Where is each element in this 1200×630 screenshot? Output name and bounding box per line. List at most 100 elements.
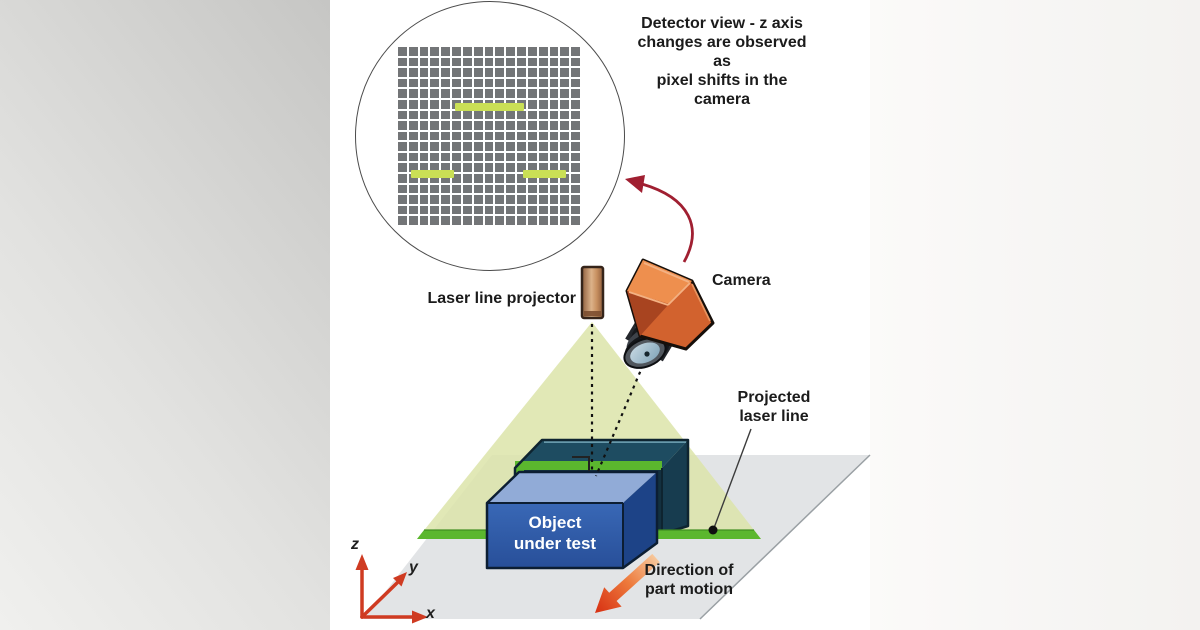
pixel: [462, 89, 472, 98]
pixel: [506, 142, 516, 151]
pixel: [549, 78, 559, 88]
pixel: [506, 89, 516, 98]
pixel: [441, 152, 451, 162]
pixel: [527, 57, 537, 67]
pixel: [538, 78, 548, 88]
pixel: [517, 57, 526, 67]
pixel: [549, 205, 559, 215]
pixel: [430, 163, 440, 173]
pixel: [549, 89, 559, 98]
pixel: [495, 68, 505, 77]
right-margin-gradient: [870, 0, 1200, 630]
pixel: [452, 205, 461, 215]
pixel: [462, 121, 472, 130]
pixel: [473, 216, 483, 225]
pixel: [430, 68, 440, 77]
axis-label-x: x: [426, 605, 435, 622]
pixel: [408, 47, 418, 56]
pixel: [462, 163, 472, 173]
pixel: [527, 110, 537, 120]
pixel: [506, 47, 516, 56]
pixel: [560, 78, 570, 88]
pixel: [506, 163, 516, 173]
pixel: [538, 89, 548, 98]
pixel: [398, 110, 407, 120]
pixel: [495, 47, 505, 56]
projected-laser-pointer: [708, 428, 752, 535]
pixel: [473, 205, 483, 215]
pixel: [441, 205, 451, 215]
pixel: [517, 152, 526, 162]
pixel: [560, 152, 570, 162]
pixel: [430, 89, 440, 98]
pixel: [452, 89, 461, 98]
pixel: [452, 121, 461, 130]
pixel: [398, 131, 407, 141]
pixel: [549, 68, 559, 77]
pixel: [473, 152, 483, 162]
pixel: [538, 121, 548, 130]
pixel: [506, 57, 516, 67]
direction-of-motion-label: Direction of part motion: [644, 562, 734, 598]
pixel: [517, 142, 526, 151]
pixel: [560, 195, 570, 204]
pixel: [506, 121, 516, 130]
pixel: [495, 195, 505, 204]
pixel: [484, 110, 494, 120]
pixel: [419, 163, 429, 173]
pixel: [484, 174, 494, 183]
pixel: [506, 195, 516, 204]
pixel: [560, 163, 570, 173]
pixel: [549, 163, 559, 173]
pixel: [408, 110, 418, 120]
pixel: [571, 216, 580, 225]
pixel: [408, 142, 418, 151]
pixel: [462, 68, 472, 77]
pixel: [484, 216, 494, 225]
pixel: [441, 131, 451, 141]
pixel: [484, 184, 494, 194]
pixel: [506, 216, 516, 225]
pixel: [484, 142, 494, 151]
object-under-test-label: Object under test: [513, 513, 597, 553]
pixel: [506, 184, 516, 194]
pixel: [560, 205, 570, 215]
pixel: [484, 205, 494, 215]
pixel: [473, 163, 483, 173]
pixel: [560, 68, 570, 77]
pixel: [549, 99, 559, 109]
pixel: [549, 152, 559, 162]
laser-line-segment: [454, 103, 525, 112]
pixel: [473, 121, 483, 130]
pixel: [398, 184, 407, 194]
part-motion-arrow: [595, 553, 660, 613]
pixel: [484, 152, 494, 162]
pixel: [462, 78, 472, 88]
pixel: [419, 68, 429, 77]
pixel: [484, 57, 494, 67]
pixel: [506, 68, 516, 77]
pixel: [549, 57, 559, 67]
pixel: [441, 89, 451, 98]
pixel: [462, 152, 472, 162]
pixel: [538, 47, 548, 56]
pixel: [538, 110, 548, 120]
pixel: [419, 121, 429, 130]
pixel: [408, 152, 418, 162]
pixel: [517, 89, 526, 98]
laser-projector-label: Laser line projector: [427, 290, 577, 307]
pixel: [517, 47, 526, 56]
pixel: [408, 174, 418, 183]
pixel: [452, 78, 461, 88]
pixel: [462, 47, 472, 56]
pixel: [571, 57, 580, 67]
pixel: [517, 163, 526, 173]
pixel: [560, 174, 570, 183]
pixel: [430, 99, 440, 109]
pixel: [527, 152, 537, 162]
pixel: [484, 131, 494, 141]
pixel: [549, 142, 559, 151]
pixel: [452, 184, 461, 194]
pixel: [473, 47, 483, 56]
pixel: [527, 89, 537, 98]
